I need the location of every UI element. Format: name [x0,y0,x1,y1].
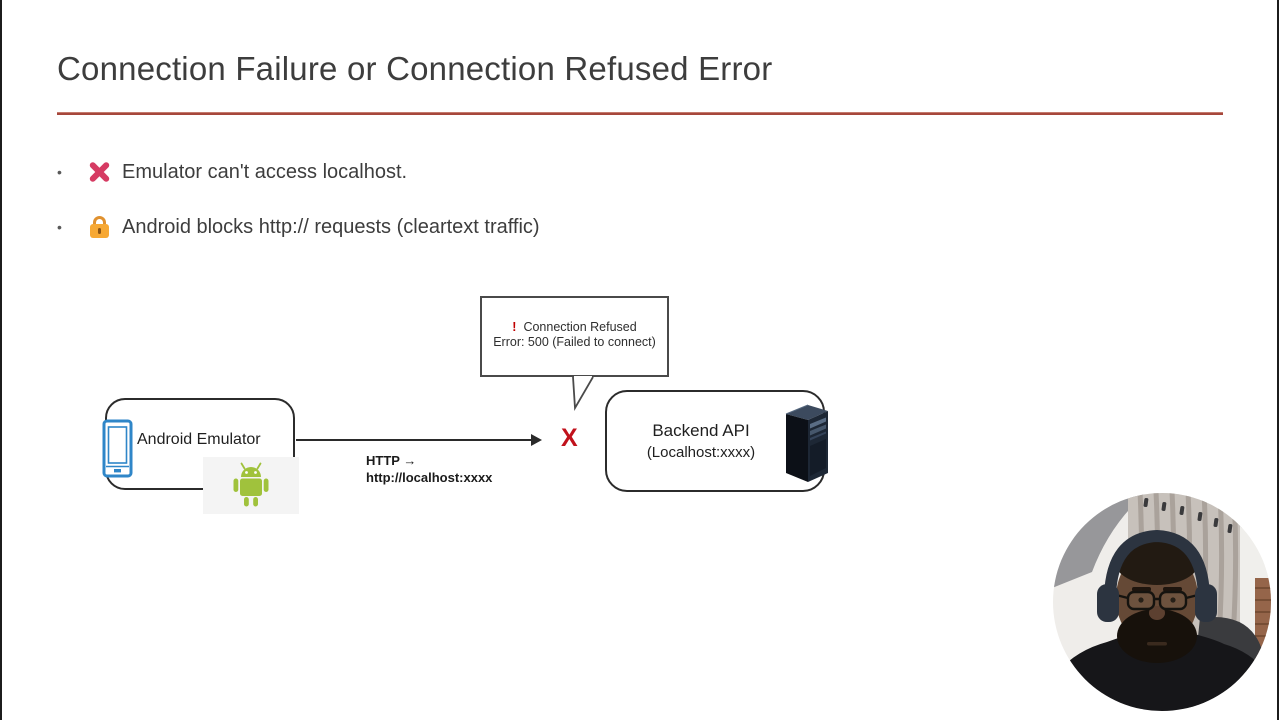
emulator-label: Android Emulator [137,431,261,448]
android-robot-icon [233,462,269,506]
smartphone-icon [102,419,133,478]
bullet-text: Android blocks http:// requests (clearte… [122,215,540,238]
backend-text: Backend API (Localhost:xxxx) [607,420,795,464]
presenter-webcam [1053,493,1271,711]
presenter-head [1115,539,1199,663]
lock-icon [88,215,112,239]
bullet-marker: • [57,164,62,180]
screen-edge-left [0,0,2,720]
connection-failed-x: X [561,424,578,452]
page-title: Connection Failure or Connection Refused… [57,50,773,87]
cross-mark-icon [88,160,112,184]
server-tower-icon [785,404,828,482]
lock-shackle [93,216,106,228]
bullet-item-cleartext: • Android blocks http:// requests (clear… [57,213,540,241]
request-label: HTTP → http://localhost:xxxx [366,452,492,486]
bullet-text: Emulator can't access localhost. [122,160,408,183]
headphones [1097,529,1217,622]
screen-edge-right [1277,0,1279,720]
webcam-scene [1053,493,1271,711]
arrowhead-icon [531,434,542,446]
http-request-arrow [296,439,532,441]
alert-exclamation-icon: ! [512,320,517,334]
glasses [1115,590,1199,611]
backend-subtitle: (Localhost:xxxx) [646,444,756,461]
callout-tail [572,376,594,412]
bullet-marker: • [57,219,62,235]
backend-title: Backend API [652,421,750,440]
lock-keyhole [98,228,101,234]
request-url: http://localhost:xxxx [366,470,493,485]
callout-title: Connection Refused [523,320,637,334]
android-badge [203,457,299,514]
error-callout: ! Connection Refused Error: 500 (Failed t… [480,296,669,377]
bullet-item-localhost: • Emulator can't access localhost. [57,158,407,186]
callout-line-1: ! Connection Refused [482,320,667,335]
title-underline [57,112,1223,115]
request-protocol: HTTP → [366,453,417,468]
callout-line-2: Error: 500 (Failed to connect) [493,335,656,349]
